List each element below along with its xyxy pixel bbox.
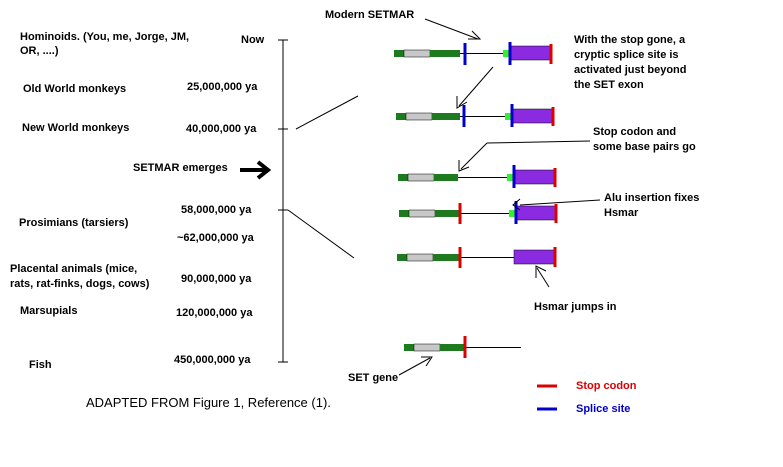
label-hominoids-cont: OR, ....) (20, 45, 59, 57)
annotation-cryptic-splice-2: cryptic splice site is (574, 49, 679, 61)
label-prosimians: Prosimians (tarsiers) (19, 217, 129, 229)
age-prosimians: ~62,000,000 ya (177, 232, 254, 244)
legend-stop-codon-label: Stop codon (576, 380, 637, 392)
construct-modern-setmar (394, 42, 553, 65)
annotation-cryptic-splice-4: the SET exon (574, 79, 644, 91)
annotation-stop-codon-go-2: some base pairs go (593, 141, 696, 153)
annotation-hsmar-jumps: Hsmar jumps in (534, 301, 617, 313)
bracket-line-upper (295, 95, 359, 130)
annotation-cryptic-splice-1: With the stop gone, a (574, 34, 686, 46)
label-placental: Placental animals (mice, (10, 263, 138, 275)
construct-stop-codon-gone (398, 165, 557, 188)
label-hominoids: Hominoids. (You, me, Jorge, JM, (20, 31, 190, 43)
age-new-world-monkeys: 40,000,000 ya (186, 123, 257, 135)
label-fish: Fish (29, 359, 52, 371)
bracket-line-lower (287, 209, 355, 259)
annotation-modern-setmar: Modern SETMAR (325, 9, 415, 21)
age-58m: 58,000,000 ya (181, 204, 252, 216)
label-old-world-monkeys: Old World monkeys (23, 83, 127, 95)
label-placental-cont: rats, rat-finks, dogs, cows) (10, 278, 150, 290)
construct-set-gene (404, 336, 521, 358)
construct-alu-insertion (399, 201, 558, 224)
age-old-world-monkeys: 25,000,000 ya (187, 81, 258, 93)
label-marsupials: Marsupials (20, 305, 78, 317)
age-fish: 450,000,000 ya (174, 354, 251, 366)
annotation-alu-2: Hsmar (604, 207, 639, 219)
legend-splice-site-label: Splice site (576, 403, 631, 415)
annotation-alu-1: Alu insertion fixes (604, 192, 700, 204)
construct-hsmar-jump (397, 247, 557, 268)
annotation-arrows (398, 18, 601, 376)
legend-swatches (537, 384, 557, 411)
label-new-world-monkeys: New World monkeys (22, 122, 130, 134)
age-marsupials: 120,000,000 ya (176, 307, 253, 319)
annotation-set-gene: SET gene (348, 372, 399, 384)
label-now: Now (241, 34, 265, 46)
emergence-arrow (240, 160, 272, 180)
age-placental: 90,000,000 ya (181, 273, 252, 285)
figure-caption: ADAPTED FROM Figure 1, Reference (1). (86, 395, 331, 410)
construct-cryptic-splice (396, 104, 555, 127)
timeline-axis (278, 39, 288, 363)
label-setmar-emerges: SETMAR emerges (133, 162, 228, 174)
annotation-stop-codon-go-1: Stop codon and (593, 126, 677, 138)
annotation-cryptic-splice-3: activated just beyond (574, 64, 687, 76)
